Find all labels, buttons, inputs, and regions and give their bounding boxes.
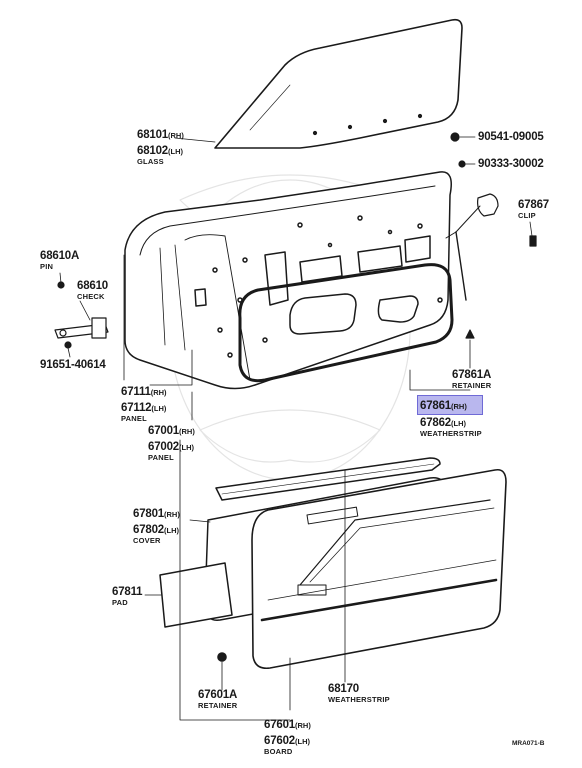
- part-number-rh: 67861: [420, 400, 451, 412]
- callout-panel-inner[interactable]: 67001(RH) 67002(LH) PANEL: [148, 422, 195, 462]
- part-number: 67861A: [452, 369, 492, 381]
- callout-pin[interactable]: 68610A PIN: [40, 250, 80, 271]
- part-description: RETAINER: [198, 700, 238, 710]
- belt-weatherstrip[interactable]: [215, 457, 441, 501]
- side-lh: (LH): [450, 419, 466, 428]
- side-lh: (LH): [163, 526, 179, 535]
- callout-weatherstrip-belt[interactable]: 68170 WEATHERSTRIP: [328, 683, 390, 704]
- side-lh: (LH): [294, 737, 310, 746]
- callout-check[interactable]: 68610 CHECK: [77, 280, 108, 301]
- callout-clip[interactable]: 67867 CLIP: [518, 199, 549, 220]
- side-lh: (LH): [178, 443, 194, 452]
- part-description: PAD: [112, 597, 128, 607]
- part-number-lh: 67112: [121, 402, 152, 414]
- part-number: 67867: [518, 199, 549, 211]
- callout-bolt-90541[interactable]: 90541-09005: [478, 131, 544, 143]
- callout-cover[interactable]: 67801(RH) 67802(LH) COVER: [133, 505, 180, 545]
- part-number: 67601A: [198, 689, 238, 701]
- part-description: PANEL: [148, 453, 174, 462]
- part-number: 68610A: [40, 250, 80, 262]
- part-description: GLASS: [137, 157, 164, 166]
- part-description: WEATHERSTRIP: [420, 429, 482, 438]
- callout-panel-outer[interactable]: 67111(RH) 67112(LH) PANEL: [121, 383, 167, 423]
- door-weatherstrip[interactable]: [238, 263, 454, 383]
- side-rh: (RH): [450, 402, 467, 411]
- figure-code: MRA071-B: [512, 740, 545, 747]
- side-rh: (RH): [178, 427, 195, 436]
- door-glass[interactable]: [214, 18, 463, 149]
- part-description: CLIP: [518, 210, 536, 220]
- part-number-lh: 67602: [264, 735, 295, 747]
- callout-retainer-bottom[interactable]: 67601A RETAINER: [198, 689, 238, 710]
- door-check[interactable]: [54, 281, 109, 349]
- part-number-rh: 67601: [264, 719, 295, 731]
- part-number-lh: 67862: [420, 417, 451, 429]
- side-lh: (LH): [167, 147, 183, 156]
- part-number-rh: 67001: [148, 425, 179, 437]
- part-description: PANEL: [121, 414, 147, 423]
- callout-glass[interactable]: 68101(RH) 68102(LH) GLASS: [137, 126, 184, 166]
- part-number: 68170: [328, 683, 359, 695]
- part-description: PIN: [40, 261, 54, 271]
- part-description: RETAINER: [452, 380, 492, 390]
- trim-board[interactable]: [217, 468, 507, 670]
- callout-bolt-90333[interactable]: 90333-30002: [478, 158, 544, 170]
- part-description: CHECK: [77, 291, 105, 301]
- part-number-rh: 68101: [137, 129, 168, 141]
- callout-screw[interactable]: 91651-40614: [40, 359, 106, 371]
- side-rh: (RH): [150, 388, 167, 397]
- leader-lines: [59, 136, 533, 721]
- part-number-rh: 67111: [121, 386, 151, 398]
- part-number: 68610: [77, 280, 108, 292]
- callout-weatherstrip-door[interactable]: 67861(RH) 67862(LH) WEATHERSTRIP: [417, 395, 483, 438]
- part-description: WEATHERSTRIP: [328, 694, 390, 704]
- door-panel[interactable]: [124, 171, 452, 390]
- callout-pad[interactable]: 67811 PAD: [112, 586, 143, 607]
- part-number-rh: 67801: [133, 508, 164, 520]
- part-description: COVER: [133, 536, 161, 545]
- part-number: 67811: [112, 586, 143, 598]
- callout-retainer-top[interactable]: 67861A RETAINER: [452, 369, 492, 390]
- part-number-lh: 68102: [137, 145, 168, 157]
- trim-pad[interactable]: [159, 562, 233, 628]
- part-number-lh: 67002: [148, 441, 179, 453]
- part-number-lh: 67802: [133, 524, 164, 536]
- side-rh: (RH): [167, 131, 184, 140]
- part-description: BOARD: [264, 747, 293, 756]
- side-rh: (RH): [294, 721, 311, 730]
- side-rh: (RH): [163, 510, 180, 519]
- callout-board[interactable]: 67601(RH) 67602(LH) BOARD: [264, 716, 311, 756]
- highlighted-part: 67861(RH): [417, 395, 483, 415]
- side-lh: (LH): [151, 404, 167, 413]
